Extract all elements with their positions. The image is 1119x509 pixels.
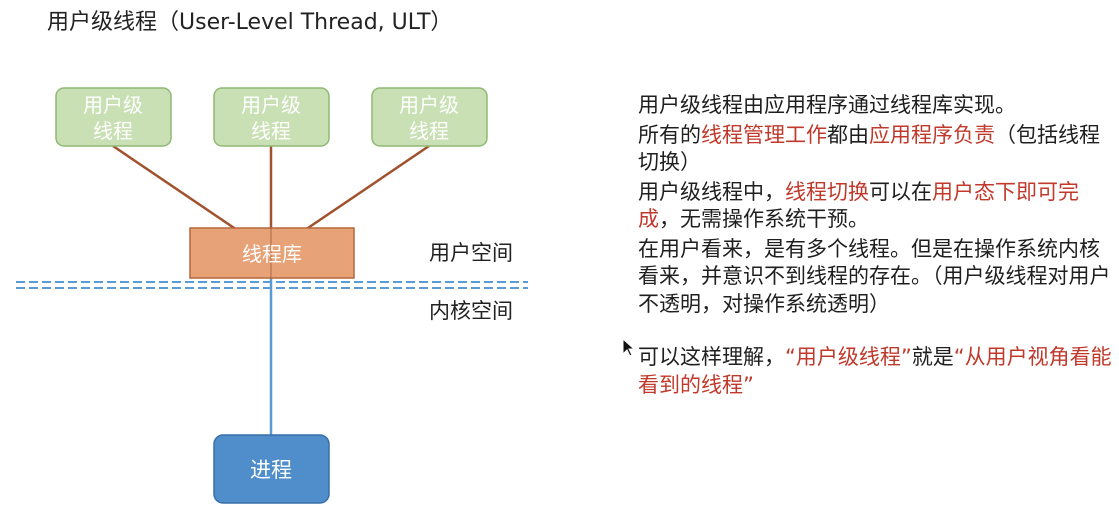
description-paragraph-2: 所有的线程管理工作都由应用程序负责（包括线程切换） [638,122,1100,175]
ult-diagram: 用户级 线程 用户级 线程 用户级 线程 线程库 进程 [16,87,528,504]
description-panel: 用户级线程由应用程序通过线程库实现。 所有的线程管理工作都由应用程序负责（包括线… [638,92,1112,401]
highlight-text: 线程切换 [785,179,869,204]
thread-label-line1: 用户级 [399,93,459,117]
thread-box-3: 用户级 线程 [371,87,488,147]
highlight-text: “从用户视角看能看到的线程” [638,345,1112,397]
thread-label-line2: 线程 [251,119,291,143]
thread-label-line2: 线程 [409,119,449,143]
highlight-text: 应用程序负责 [869,122,995,147]
highlight-text: 用户态下即可完成 [638,179,1079,232]
thread-library-label: 线程库 [242,242,302,266]
description-paragraph-5: 可以这样理解，“用户级线程”就是“从用户视角看能看到的线程” [638,345,1112,397]
thread-library-box: 线程库 [189,227,355,279]
user-kernel-boundary [16,281,528,289]
mouse-cursor-icon [622,338,636,357]
process-label: 进程 [250,458,292,482]
thread-label-line2: 线程 [93,119,133,143]
highlight-text: “用户级线程” [785,345,912,369]
highlight-text: 线程管理工作 [701,122,827,147]
user-space-label: 用户空间 [429,241,513,265]
process-box: 进程 [213,434,330,504]
thread-box-1: 用户级 线程 [55,87,172,147]
page-title: 用户级线程（User-Level Thread, ULT） [47,10,453,35]
thread-box-2: 用户级 线程 [213,87,330,147]
kernel-space-label: 内核空间 [429,299,513,323]
description-paragraph-4: 在用户看来，是有多个线程。但是在操作系统内核看来，并意识不到线程的存在。（用户级… [638,236,1111,316]
description-paragraph-3: 用户级线程中，线程切换可以在用户态下即可完成，无需操作系统干预。 [638,179,1079,232]
description-paragraph-1: 用户级线程由应用程序通过线程库实现。 [638,93,1016,117]
thread-label-line1: 用户级 [83,93,143,117]
thread-label-line1: 用户级 [241,93,301,117]
